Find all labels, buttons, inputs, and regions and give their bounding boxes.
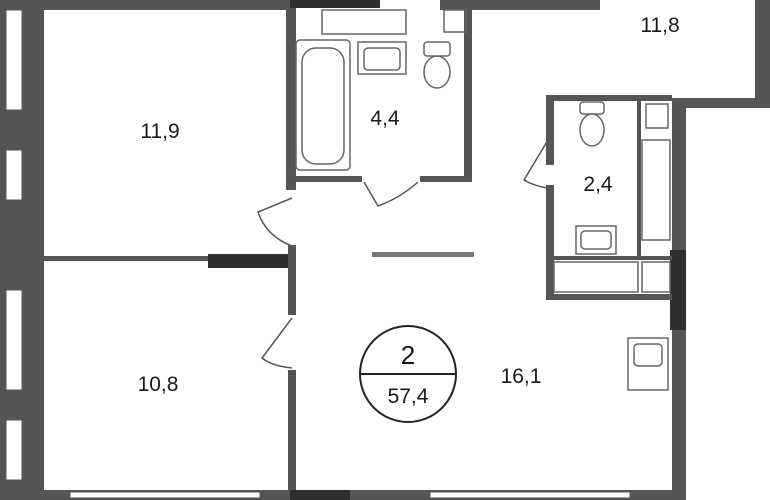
bathtub-inner bbox=[301, 47, 345, 165]
wall-bedrooms-living-lower bbox=[288, 370, 296, 500]
sink-bath bbox=[357, 41, 407, 75]
sink-living bbox=[627, 337, 669, 391]
door-bedroom-bottom bbox=[260, 317, 293, 369]
sink-bath-inner bbox=[363, 47, 401, 71]
window-bottom bbox=[69, 491, 631, 499]
badge-room-count: 2 bbox=[401, 340, 415, 370]
sink-wc bbox=[575, 225, 617, 255]
wall-bath-right bbox=[464, 0, 472, 182]
wall-right-dark bbox=[670, 250, 686, 330]
wall-bath-bottom-left bbox=[292, 176, 362, 182]
wall-wc-left-lower bbox=[546, 185, 554, 300]
wall-top-bedroom bbox=[44, 0, 292, 10]
wall-wc-left bbox=[546, 95, 554, 165]
cabinet-wc-bottom bbox=[553, 261, 639, 293]
wall-wc-top bbox=[546, 95, 672, 101]
fixtures bbox=[295, 9, 671, 391]
wall-kitchen-corner bbox=[672, 0, 770, 108]
room-area-kitchen: 11,8 bbox=[640, 14, 679, 37]
door-wc bbox=[522, 139, 549, 189]
wall-bedrooms-living-upper bbox=[288, 245, 296, 315]
cabinet-top bbox=[321, 9, 407, 35]
room-labels: 11,9 4,4 11,8 2,4 10,8 16,1 bbox=[138, 14, 680, 396]
wall-bath-bottom-right bbox=[420, 176, 470, 182]
wall-top-right-stub bbox=[440, 0, 600, 10]
toilet-wc-bowl bbox=[579, 113, 605, 147]
room-area-bathroom: 4,4 bbox=[370, 107, 400, 130]
room-area-bedroom-top: 11,9 bbox=[140, 120, 179, 143]
door-bedroom-top bbox=[257, 197, 293, 247]
washer bbox=[645, 103, 669, 129]
window-left bbox=[5, 9, 23, 481]
apartment-badge: 2 57,4 bbox=[359, 325, 457, 423]
cabinet-top-small bbox=[443, 9, 467, 33]
wall-bottom-dark bbox=[290, 490, 350, 500]
wall-wc-mid bbox=[554, 256, 672, 260]
wall-wc-inner bbox=[637, 101, 641, 256]
partition-line bbox=[372, 252, 474, 257]
room-area-living: 16,1 bbox=[501, 365, 542, 388]
wall-bottom bbox=[44, 490, 686, 500]
wall-bedroom-divider-dark bbox=[208, 254, 292, 268]
door-bath bbox=[363, 181, 419, 207]
sink-living-inner bbox=[633, 343, 663, 367]
room-area-wc: 2,4 bbox=[583, 173, 613, 196]
sink-wc-inner bbox=[580, 230, 612, 250]
wall-wc-bottom bbox=[546, 294, 672, 300]
doors bbox=[257, 139, 549, 369]
toilet-wc-tank bbox=[579, 101, 605, 115]
wall-top-dark bbox=[290, 0, 380, 8]
bathtub bbox=[295, 39, 351, 171]
wall-bedroom-bath bbox=[286, 0, 296, 190]
cabinet-wc-bottom-small bbox=[641, 261, 671, 293]
toilet-bath-tank bbox=[423, 41, 451, 57]
shelf-wc bbox=[641, 139, 671, 241]
toilet-bath-bowl bbox=[423, 55, 451, 89]
room-area-bedroom-bottom: 10,8 bbox=[138, 373, 179, 396]
badge-total-area: 57,4 bbox=[388, 385, 429, 408]
wall-bedroom-divider bbox=[44, 256, 214, 261]
